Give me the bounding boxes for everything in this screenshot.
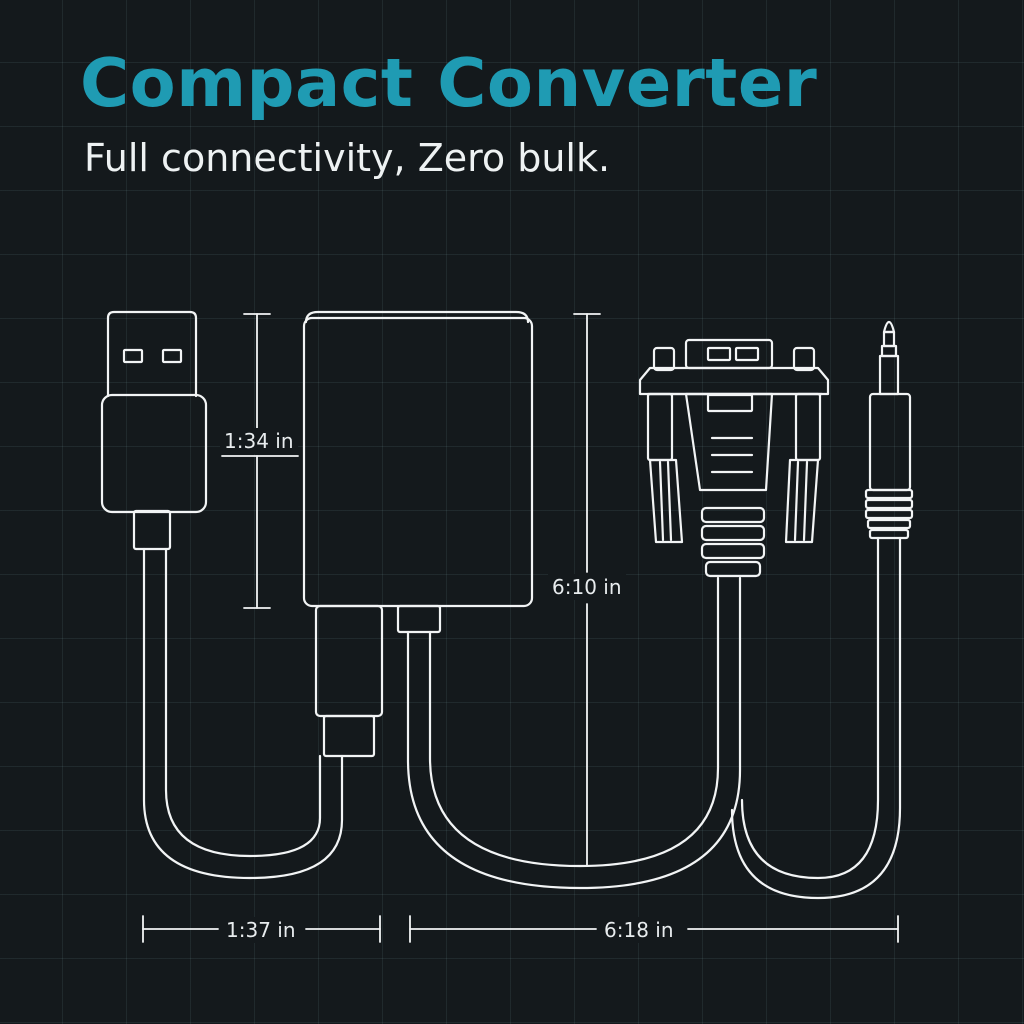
page-title: Compact Converter: [80, 44, 818, 122]
converter-box: [302, 310, 534, 758]
converter-height-label: 1:34 in: [220, 428, 298, 454]
usb-connector-icon: [100, 310, 208, 551]
dimension-total-length: [409, 915, 899, 943]
audio-cable-inner: [730, 536, 902, 900]
vga-cable: [406, 576, 742, 890]
audio-jack-icon: [864, 320, 914, 540]
vga-connector-icon: [638, 338, 830, 578]
dimension-usb-length: [142, 915, 381, 943]
dimension-converter-height: [221, 313, 299, 609]
total-length-label: 6:18 in: [600, 917, 678, 943]
dimension-vga-length: [573, 313, 601, 867]
usb-cable-length-label: 1:37 in: [222, 917, 300, 943]
audio-cable: [740, 536, 880, 880]
vga-length-label: 6:10 in: [548, 574, 626, 600]
page-subtitle: Full connectivity, Zero bulk.: [84, 136, 611, 180]
usb-cable: [142, 547, 344, 880]
vga-cable-inner: [428, 576, 720, 868]
usb-cable-inner: [164, 547, 322, 858]
